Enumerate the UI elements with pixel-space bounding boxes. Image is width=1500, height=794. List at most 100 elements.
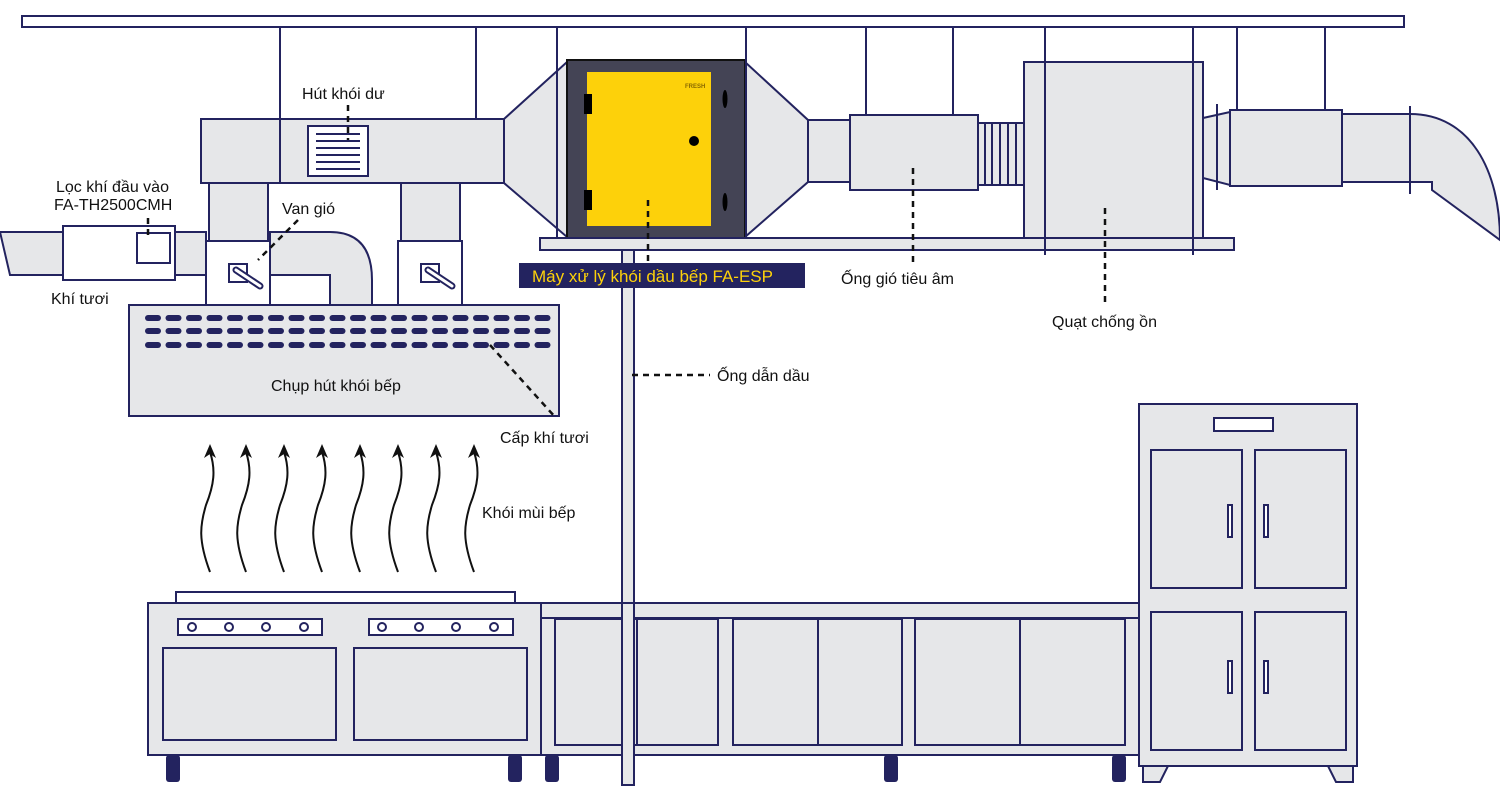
label-fresh-air: Khí tươi <box>51 291 109 308</box>
fresh-air-intake-duct <box>0 231 64 276</box>
hood-slot <box>473 342 489 348</box>
hood-slot <box>145 328 161 334</box>
hood-slot <box>391 328 407 334</box>
smoke-arrow <box>426 451 441 573</box>
exhaust-elbow <box>1341 113 1500 242</box>
label-cooking-smoke: Khói mùi bếp <box>482 505 575 522</box>
hood-slot <box>145 342 161 348</box>
flexible-connector <box>977 122 1025 186</box>
vertical-duct-left <box>208 182 269 242</box>
arrow-head-icon <box>204 444 216 458</box>
label-hood: Chụp hút khói bếp <box>271 378 401 395</box>
hood-slot <box>432 315 448 321</box>
arrow-head-icon <box>430 444 442 458</box>
label-damper: Van gió <box>282 201 335 218</box>
door-latch-icon <box>689 136 699 146</box>
hood-slot <box>309 315 325 321</box>
hood-slot <box>227 328 243 334</box>
latch-oval-icon <box>722 90 728 108</box>
outlet-box <box>1229 109 1343 187</box>
hood-slot <box>411 328 428 334</box>
hood-slot <box>534 315 551 321</box>
hood-slot <box>493 342 510 348</box>
hood-slot <box>206 328 223 334</box>
stove <box>147 591 542 782</box>
storage-cabinet <box>1138 403 1358 783</box>
hood-slot <box>514 328 530 334</box>
hood-slot <box>186 315 202 321</box>
hood-slots <box>145 315 551 348</box>
latch-oval-icon <box>722 193 728 211</box>
hood-slot <box>227 315 243 321</box>
hood-slot <box>350 342 366 348</box>
vertical-duct-right <box>400 182 461 242</box>
hood-slot <box>186 328 202 334</box>
hood-slot <box>370 315 387 321</box>
elbow-duct <box>269 231 373 306</box>
hood-slot <box>452 315 469 321</box>
smoke-arrow <box>312 451 327 573</box>
hood-slot <box>411 315 428 321</box>
label-silencer-duct: Ống gió tiêu âm <box>841 268 954 288</box>
hood-slot <box>165 342 182 348</box>
hood-slot <box>309 328 325 334</box>
hood-slot <box>165 315 182 321</box>
leader-lines <box>146 105 1107 419</box>
hood-slot <box>288 315 305 321</box>
damper-left <box>205 240 271 306</box>
hood-slot <box>145 315 161 321</box>
hood-slot <box>350 315 366 321</box>
hood-slot <box>206 315 223 321</box>
esp-outlet-transition <box>744 59 809 240</box>
label-inlet-filter-model: FA-TH2500CMH <box>54 197 172 214</box>
residual-exhaust-grille <box>307 125 369 177</box>
hood-slot <box>514 342 530 348</box>
inlet-connector-duct <box>174 231 207 276</box>
smoke-arrows <box>200 444 480 573</box>
noise-fan <box>1023 61 1204 239</box>
smoke-arrow <box>274 451 289 573</box>
hood-slot <box>534 342 551 348</box>
hood-slot <box>411 342 428 348</box>
hood-slot <box>186 342 202 348</box>
ceiling-beam <box>21 15 1405 28</box>
hood-slot <box>493 315 510 321</box>
hood-slot <box>288 328 305 334</box>
label-residual-exhaust: Hút khói dư <box>302 86 385 103</box>
hood-slot <box>370 342 387 348</box>
platform <box>539 237 1235 251</box>
inlet-filter-panel <box>136 232 171 264</box>
kitchen-hood <box>128 304 560 417</box>
hinge-icon <box>584 94 592 114</box>
hood-slot <box>329 328 346 334</box>
hood-slot <box>391 315 407 321</box>
hood-slot <box>247 315 264 321</box>
hood-slot <box>268 328 284 334</box>
esp-label-bg <box>519 263 805 288</box>
counter-cabinet <box>540 602 1140 782</box>
arrow-head-icon <box>468 444 480 458</box>
smoke-arrow <box>200 451 215 573</box>
arrow-head-icon <box>240 444 252 458</box>
hood-slot <box>432 328 448 334</box>
hood-slot <box>473 328 489 334</box>
hood-slot <box>452 328 469 334</box>
silencer-duct <box>849 114 979 191</box>
smoke-arrow <box>236 451 251 573</box>
arrow-head-icon <box>316 444 328 458</box>
duct-segment <box>807 119 851 183</box>
esp-machine: FRESH <box>566 59 746 239</box>
arrow-head-icon <box>278 444 290 458</box>
hood-slot <box>206 342 223 348</box>
hood-slot <box>268 315 284 321</box>
smoke-arrow <box>464 451 479 573</box>
label-oil-pipe: Ống dẫn dầu <box>717 365 810 385</box>
arrow-head-icon <box>392 444 404 458</box>
hood-slot <box>309 342 325 348</box>
hood-slot <box>350 328 366 334</box>
hood-slot <box>329 315 346 321</box>
hood-slot <box>432 342 448 348</box>
hood-slot <box>247 328 264 334</box>
smoke-arrow <box>350 451 365 573</box>
